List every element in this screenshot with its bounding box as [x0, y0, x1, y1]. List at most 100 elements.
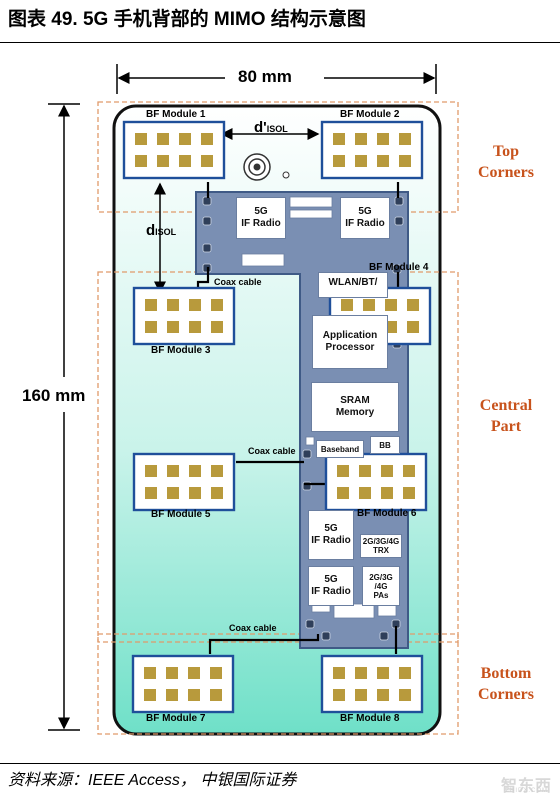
- antenna-element: [135, 133, 147, 145]
- antenna-element: [355, 667, 367, 679]
- antenna-element: [399, 133, 411, 145]
- antenna-element: [157, 155, 169, 167]
- antenna-element: [201, 133, 213, 145]
- height-dimension-label: 160 mm: [22, 386, 86, 405]
- antenna-element: [179, 155, 191, 167]
- chip-wlan: WLAN/BT/: [318, 272, 388, 298]
- module-label-4: BF Module 4: [369, 262, 429, 273]
- bf-module-3: [132, 286, 236, 346]
- antenna-element: [211, 465, 223, 477]
- disol-side-label: dISOL: [146, 222, 177, 239]
- antenna-element: [399, 155, 411, 167]
- mimo-diagram: [48, 64, 459, 736]
- antenna-element: [333, 155, 345, 167]
- antenna-element: [337, 465, 349, 477]
- coax-label-2: Coax cable: [248, 446, 296, 456]
- antenna-element: [399, 667, 411, 679]
- antenna-element: [167, 299, 179, 311]
- watermark-logo: 智东西: [500, 778, 552, 795]
- chip-baseband: Baseband: [316, 440, 364, 458]
- footer-rule: [0, 763, 560, 764]
- bf-module-6: [324, 452, 428, 512]
- antenna-element: [188, 667, 200, 679]
- module-label-2: BF Module 2: [340, 109, 400, 120]
- module-label-1: BF Module 1: [146, 109, 206, 120]
- source-note: 资料来源：IEEE Access， 中银国际证券: [8, 772, 297, 789]
- flash-dot: [282, 171, 290, 179]
- antenna-element: [355, 689, 367, 701]
- antenna-element: [403, 465, 415, 477]
- antenna-element: [381, 487, 393, 499]
- antenna-element: [359, 465, 371, 477]
- module-label-6: BF Module 6: [357, 508, 417, 519]
- module-label-7: BF Module 7: [146, 713, 206, 724]
- module-label-3: BF Module 3: [151, 345, 211, 356]
- antenna-element: [145, 321, 157, 333]
- antenna-element: [377, 689, 389, 701]
- antenna-element: [166, 667, 178, 679]
- antenna-element: [407, 299, 419, 311]
- antenna-element: [363, 299, 375, 311]
- width-dimension-label: 80 mm: [238, 67, 292, 86]
- module-label-8: BF Module 8: [340, 713, 400, 724]
- antenna-element: [144, 689, 156, 701]
- antenna-element: [399, 689, 411, 701]
- figure-title: 图表 49. 5G 手机背部的 MIMO 结构示意图: [8, 9, 366, 30]
- antenna-element: [167, 487, 179, 499]
- antenna-element: [337, 487, 349, 499]
- antenna-element: [157, 133, 169, 145]
- antenna-element: [166, 689, 178, 701]
- bf-module-2: [320, 120, 424, 180]
- bf-module-8: [320, 654, 424, 714]
- antenna-element: [145, 487, 157, 499]
- antenna-element: [385, 321, 397, 333]
- antenna-element: [211, 487, 223, 499]
- zone-bottom-corners: [97, 633, 459, 735]
- title-rule: [0, 42, 560, 43]
- antenna-element: [333, 133, 345, 145]
- antenna-element: [211, 299, 223, 311]
- bf-module-1: [122, 120, 226, 180]
- antenna-element: [189, 299, 201, 311]
- antenna-element: [333, 689, 345, 701]
- antenna-element: [135, 155, 147, 167]
- bf-module-7: [131, 654, 235, 714]
- antenna-element: [359, 487, 371, 499]
- antenna-element: [188, 689, 200, 701]
- board-components: [241, 196, 397, 619]
- antenna-element: [144, 667, 156, 679]
- antenna-element: [355, 155, 367, 167]
- antenna-element: [167, 465, 179, 477]
- bf-module-5: [132, 452, 236, 512]
- antenna-element: [211, 321, 223, 333]
- disol-top-label: d'ISOL: [254, 119, 288, 136]
- antenna-modules: [122, 120, 432, 714]
- antenna-element: [145, 465, 157, 477]
- antenna-element: [210, 667, 222, 679]
- antenna-element: [201, 155, 213, 167]
- antenna-element: [167, 321, 179, 333]
- coax-label-1: Coax cable: [214, 277, 262, 287]
- antenna-element: [381, 465, 393, 477]
- antenna-element: [189, 465, 201, 477]
- antenna-element: [385, 299, 397, 311]
- antenna-element: [210, 689, 222, 701]
- chip-bb: BB: [370, 436, 400, 454]
- module-label-5: BF Module 5: [151, 509, 211, 520]
- antenna-element: [189, 321, 201, 333]
- antenna-element: [407, 321, 419, 333]
- coax-label-3: Coax cable: [229, 623, 277, 633]
- antenna-element: [189, 487, 201, 499]
- antenna-element: [333, 667, 345, 679]
- antenna-element: [179, 133, 191, 145]
